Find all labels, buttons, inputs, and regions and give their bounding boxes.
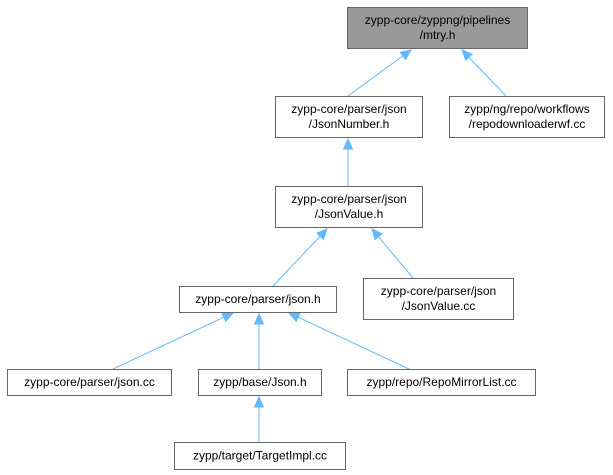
edge-arrowhead xyxy=(371,228,383,241)
node-jsonvalue_cc[interactable]: zypp-core/parser/json/JsonValue.cc xyxy=(363,278,514,320)
node-label: /JsonValue.cc xyxy=(402,299,476,313)
node-box[interactable] xyxy=(174,442,346,470)
node-box[interactable] xyxy=(7,369,172,396)
node-label: /mtry.h xyxy=(420,28,456,42)
edge-arrowhead xyxy=(399,49,412,61)
edge-repodownloaderwf-to-mtry xyxy=(461,49,507,97)
edge-line xyxy=(468,56,507,97)
node-label: zypp-core/parser/json xyxy=(381,284,496,298)
edge-arrowhead xyxy=(461,49,474,62)
edges-layer xyxy=(112,49,507,442)
node-label: zypp-core/parser/json.h xyxy=(195,292,320,306)
edge-line xyxy=(272,235,321,287)
edge-line xyxy=(347,55,404,97)
edge-arrowhead xyxy=(253,395,265,408)
node-label: /repodownloaderwf.cc xyxy=(469,117,586,131)
node-label: zypp-core/zyppng/pipelines xyxy=(365,13,510,27)
edge-line xyxy=(297,316,410,370)
node-label: zypp/target/TargetImpl.cc xyxy=(193,449,327,463)
edge-jsonvalue_h-to-jsonnumber xyxy=(342,137,354,186)
node-repomirrorlist[interactable]: zypp/repo/RepoMirrorList.cc xyxy=(347,369,536,396)
node-box[interactable] xyxy=(198,369,322,396)
node-json_cc[interactable]: zypp-core/parser/json.cc xyxy=(7,369,172,396)
node-jsonnumber[interactable]: zypp-core/parser/json/JsonNumber.h xyxy=(275,96,423,138)
edge-arrowhead xyxy=(287,312,301,323)
edge-base_json_h-to-json_h xyxy=(253,312,265,369)
node-box[interactable] xyxy=(449,96,605,138)
edge-arrowhead xyxy=(342,137,354,150)
node-box[interactable] xyxy=(275,186,423,228)
edge-arrowhead xyxy=(221,312,235,323)
node-label: zypp/ng/repo/workflows xyxy=(464,102,589,116)
node-label: zypp/repo/RepoMirrorList.cc xyxy=(366,375,516,389)
edge-json_h-to-jsonvalue_h xyxy=(272,228,328,287)
edge-line xyxy=(378,236,414,279)
edge-repomirrorlist-to-json_h xyxy=(287,312,410,370)
node-box[interactable] xyxy=(179,286,337,313)
edge-targetimpl-to-base_json_h xyxy=(253,395,265,442)
node-label: zypp-core/parser/json xyxy=(291,192,406,206)
node-label: zypp-core/parser/json xyxy=(291,102,406,116)
node-mtry[interactable]: zypp-core/zyppng/pipelines/mtry.h xyxy=(347,7,528,49)
node-jsonvalue_h[interactable]: zypp-core/parser/json/JsonValue.h xyxy=(275,186,423,228)
edge-json_cc-to-json_h xyxy=(112,312,235,370)
node-label: /JsonNumber.h xyxy=(309,117,390,131)
nodes-layer: zypp-core/zyppng/pipelines/mtry.hzypp-co… xyxy=(7,7,605,470)
node-base_json_h[interactable]: zypp/base/Json.h xyxy=(198,369,322,396)
edge-arrowhead xyxy=(253,312,265,325)
node-targetimpl[interactable]: zypp/target/TargetImpl.cc xyxy=(174,442,346,470)
node-json_h[interactable]: zypp-core/parser/json.h xyxy=(179,286,337,313)
node-label: /JsonValue.h xyxy=(315,207,384,221)
edge-jsonvalue_cc-to-jsonvalue_h xyxy=(371,228,414,279)
edge-line xyxy=(112,316,225,370)
node-box[interactable] xyxy=(347,369,536,396)
node-label: zypp/base/Json.h xyxy=(213,375,306,389)
edge-arrowhead xyxy=(316,228,328,241)
node-repodownloaderwf[interactable]: zypp/ng/repo/workflows/repodownloaderwf.… xyxy=(449,96,605,138)
node-box[interactable] xyxy=(347,7,528,49)
node-label: zypp-core/parser/json.cc xyxy=(24,375,155,389)
edge-jsonnumber-to-mtry xyxy=(347,49,412,97)
node-box[interactable] xyxy=(363,278,514,320)
node-box[interactable] xyxy=(275,96,423,138)
